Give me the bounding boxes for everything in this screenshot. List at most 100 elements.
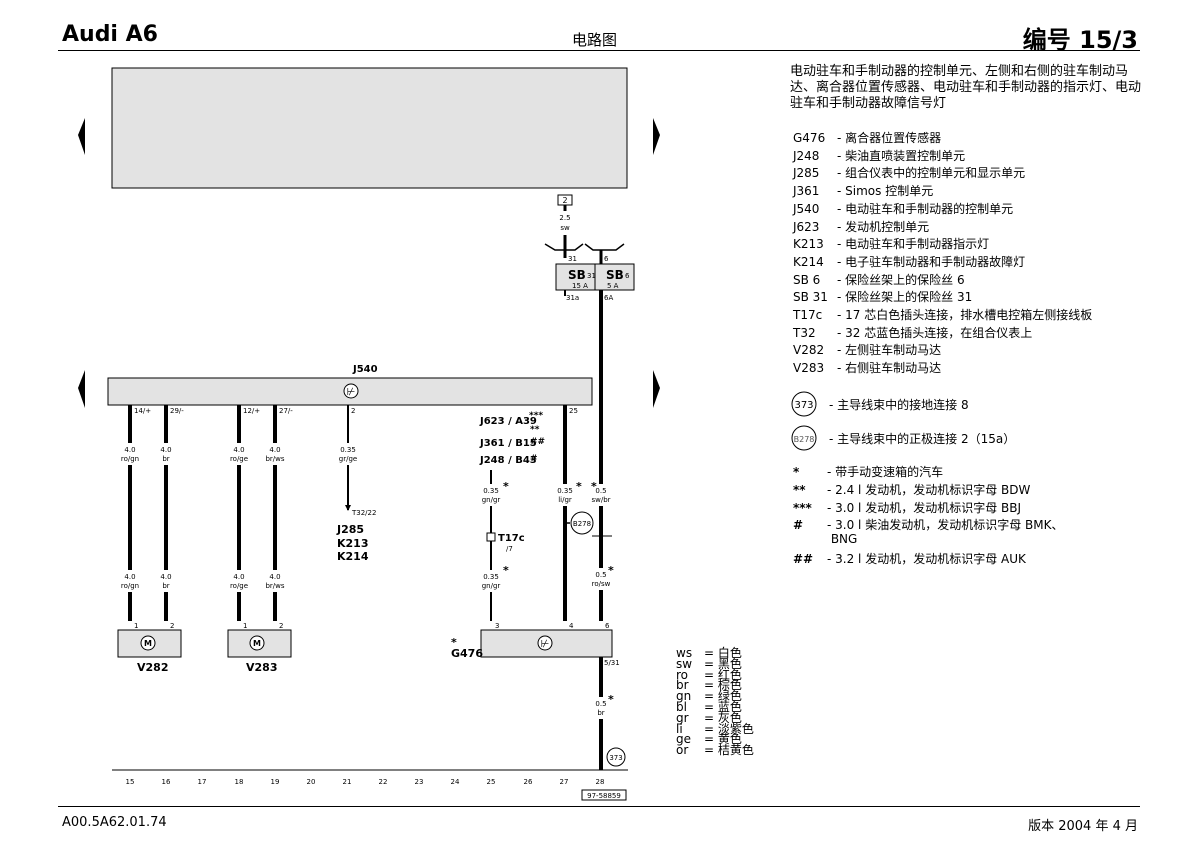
ref-code: 97-58859 — [587, 792, 621, 800]
note-desc: - 2.4 l 发动机，发动机标识字母 BDW — [827, 483, 1031, 497]
component-code: K214 — [793, 254, 824, 269]
j540-pin-27: 27/- — [279, 407, 293, 415]
wire-21-size: 0.35 — [340, 446, 356, 454]
note-mark: # — [793, 518, 804, 532]
header-divider — [58, 50, 1140, 51]
wire-19-size-lower: 4.0 — [269, 573, 280, 581]
note-desc: - 3.0 l 发动机，发动机标识字母 BBJ — [827, 501, 1022, 515]
footer-divider — [58, 806, 1140, 807]
fuse31-num: 31 — [587, 272, 596, 280]
note-desc: BNG — [827, 532, 858, 546]
component-row: K213- 电动驻车和手制动器指示灯 — [793, 235, 989, 252]
prev-page-arrow-top — [78, 118, 85, 155]
ecu-ref-j623: J623 / A39 — [479, 416, 537, 427]
component-code: V283 — [793, 361, 825, 376]
track-25: 25 — [487, 778, 496, 786]
track-20: 20 — [307, 778, 316, 786]
bus-left — [544, 243, 584, 251]
color-code: sw — [676, 656, 693, 671]
doc-type: 电路图 — [572, 31, 618, 49]
j540-pin-2: 2 — [351, 407, 355, 415]
color-code-row: bl = 蓝色 — [676, 700, 742, 714]
color-code: li — [676, 721, 683, 736]
ecu-mark-4: # — [530, 454, 538, 464]
legend-title: 电动驻车和手制动器的控制单元、左侧和右侧的驻车制动马达、离合器位置传感器、电动驻… — [790, 64, 1142, 111]
color-code-row: gn= 绿色 — [676, 690, 742, 702]
color-code-row: br= 棕色 — [676, 678, 742, 693]
component-row: J540 - 电动驻车和手制动器的控制单元 — [793, 200, 1013, 217]
j540-pin-25: 25 — [569, 407, 578, 415]
track-15: 15 — [126, 778, 135, 786]
color-code-row: gr= 灰色 — [676, 710, 742, 725]
wire-19-size: 4.0 — [269, 446, 280, 454]
page-title: Audi A6 — [62, 22, 158, 47]
color-code: bl — [676, 700, 687, 714]
component-desc: - 保险丝架上的保险丝 31 — [837, 290, 973, 305]
svg-text:*: * — [503, 564, 509, 577]
track-21: 21 — [343, 778, 352, 786]
color-code: gr — [676, 710, 689, 725]
b278-connection — [570, 511, 594, 535]
v283-pin2: 2 — [279, 622, 283, 630]
prev-page-arrow-bottom — [78, 370, 85, 408]
note-row: ##- 3.2 l 发动机，发动机标识字母 AUK — [793, 552, 1026, 567]
wire-15-size-lower: 4.0 — [124, 573, 135, 581]
note-desc: - 3.0 l 柴油发动机，发动机标识字母 BMK、 — [827, 518, 1064, 532]
fuse6-num: 6 — [625, 272, 630, 280]
note-row: # - 3.0 l 柴油发动机，发动机标识字母 BMK、 — [793, 518, 1063, 533]
wire-16-color: br — [162, 455, 169, 463]
track-18: 18 — [235, 778, 244, 786]
component-row: J623- 发动机控制单元 — [793, 218, 929, 235]
legend-positive-desc: - 主导线束中的正极连接 2（15a） — [829, 432, 1016, 446]
v283-motor-icon — [249, 635, 265, 651]
ground-373 — [606, 747, 626, 767]
v283-label: V283 — [246, 661, 277, 674]
component-row: V282- 左侧驻车制动马达 — [793, 341, 941, 358]
component-desc: - 发动机控制单元 — [837, 219, 930, 234]
color-name: = 蓝色 — [704, 700, 742, 714]
color-code: ro — [676, 667, 689, 682]
fuse-top-pin: 2 — [562, 196, 567, 205]
component-code: J540 — [793, 201, 820, 216]
wire-16-color-lower: br — [162, 582, 169, 590]
g476-pin3: 3 — [495, 622, 499, 630]
track-23: 23 — [415, 778, 424, 786]
wire-18-color: ro/ge — [230, 455, 248, 463]
legend-ground-id: 373 — [794, 400, 813, 411]
component-code: T32 — [793, 325, 816, 340]
track-19: 19 — [271, 778, 280, 786]
svg-text:M: M — [144, 639, 152, 648]
component-row: J248- 柴油直喷装置控制单元 — [793, 147, 965, 164]
component-desc: - 电动驻车和手制动器的控制单元 — [837, 201, 1014, 216]
svg-text:*: * — [591, 480, 597, 493]
component-row: K214 - 电子驻车制动器和手制动器故障灯 — [793, 253, 1025, 270]
component-desc: - 17 芯白色插头连接，排水槽电控箱左侧接线板 — [837, 308, 1093, 322]
fuse6-amp: 5 A — [607, 282, 619, 290]
component-code: G476 — [793, 131, 826, 145]
v282-pin1: 1 — [134, 622, 138, 630]
component-row: SB 31- 保险丝架上的保险丝 31 — [793, 288, 972, 305]
color-code-row: sw = 黑色 — [676, 656, 742, 671]
svg-text:M: M — [253, 639, 261, 648]
note-desc: - 3.2 l 发动机，发动机标识字母 AUK — [827, 552, 1026, 566]
wire-16-size: 4.0 — [160, 446, 171, 454]
color-name: = 黑色 — [704, 656, 742, 671]
page-number: 编号 15/3 — [1022, 26, 1138, 54]
color-code: ws — [676, 646, 693, 660]
component-desc: - 电子驻车制动器和手制动器故障灯 — [837, 254, 1026, 269]
t17c-connector — [486, 532, 496, 542]
v283-pin1: 1 — [243, 622, 247, 630]
wire-28c-color: br — [597, 709, 604, 717]
fuse-feed-label-bg — [556, 211, 574, 235]
j540-pin-12: 12/+ — [243, 407, 260, 415]
color-code: br — [676, 678, 689, 693]
track-16: 16 — [162, 778, 171, 786]
t17c-label: T17c — [498, 533, 525, 544]
wire-27-color: li/gr — [558, 496, 572, 504]
track-17: 17 — [198, 778, 207, 786]
next-page-arrow-bottom — [653, 370, 660, 408]
wire-28c-size: 0.5 — [595, 700, 606, 708]
legend-ground-desc: - 主导线束中的接地连接 8 — [829, 398, 969, 412]
ground-373-label: 373 — [609, 754, 622, 762]
track-numbers: 15 16 17 18 19 20 21 22 23 24 25 26 27 2… — [126, 778, 605, 786]
